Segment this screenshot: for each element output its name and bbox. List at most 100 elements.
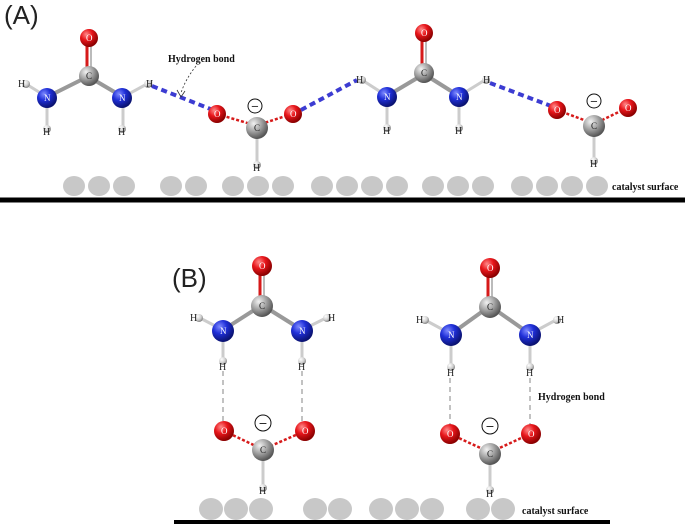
hydrogen-atom (144, 80, 152, 88)
hydrogen-bond-line (300, 78, 358, 112)
oxygen-label: O (554, 105, 561, 115)
nitrogen-atom (440, 324, 462, 346)
formate-molecule-b2: O O C H − (440, 417, 541, 500)
oxygen-atom (548, 101, 566, 119)
oxygen-atom (284, 105, 302, 123)
hydrogen-bond-pointer (180, 65, 197, 94)
oxygen-atom (480, 258, 500, 278)
nitrogen-label: N (299, 326, 306, 336)
oxygen-label: O (447, 429, 454, 439)
nitrogen-label: N (44, 93, 51, 103)
nitrogen-label: N (119, 93, 126, 103)
hydrogen-label: H (416, 315, 423, 326)
negative-charge-icon (481, 417, 499, 435)
hydrogen-bond-label: Hydrogen bond (168, 54, 235, 65)
hydrogen-atom (383, 124, 391, 132)
oxygen-label: O (528, 429, 535, 439)
hydrogen-label: H (526, 368, 533, 379)
hydrogen-label: H (18, 79, 25, 90)
oxygen-label: O (221, 426, 228, 436)
nitrogen-atom (37, 88, 57, 108)
oxygen-atom (214, 421, 234, 441)
hydrogen-atom (358, 76, 366, 84)
carbon-label: C (86, 71, 92, 81)
charge-label: − (485, 420, 494, 433)
hydrogen-label: H (486, 489, 493, 500)
nitrogen-label: N (456, 92, 463, 102)
hydrogen-label: H (328, 313, 335, 324)
hydrogen-atom (455, 124, 463, 132)
hydrogen-atom (43, 125, 51, 133)
hydrogen-label: H (190, 313, 197, 324)
carbon-atom (583, 115, 605, 137)
hydrogen-label: H (43, 127, 50, 138)
carbon-label: C (487, 449, 493, 459)
oxygen-atom (521, 424, 541, 444)
oxygen-atom (415, 24, 433, 42)
hydrogen-atom (482, 76, 490, 84)
charge-label: − (258, 417, 267, 430)
negative-charge-icon (247, 98, 263, 114)
carbon-atom (251, 295, 273, 317)
oxygen-label: O (625, 103, 632, 113)
nitrogen-label: N (220, 326, 227, 336)
hydrogen-atom (421, 316, 429, 324)
nitrogen-label: N (384, 92, 391, 102)
catalyst-particles-b (199, 498, 515, 520)
hydrogen-atom (486, 486, 494, 494)
hydrogen-bond-line (489, 81, 552, 108)
hydrogen-atom (219, 357, 227, 365)
oxygen-atom (252, 256, 272, 276)
panel-a-label: (A) (4, 0, 39, 30)
hydrogen-atom (323, 314, 331, 322)
nitrogen-label: N (527, 330, 534, 340)
hydrogen-atom (259, 484, 267, 492)
charge-label: − (590, 97, 598, 108)
catalyst-surface-label-b: catalyst surface (522, 506, 589, 517)
oxygen-atom (619, 99, 637, 117)
carbon-label: C (259, 301, 265, 311)
hydrogen-label: H (455, 126, 462, 137)
catalyst-surface-label-a: catalyst surface (612, 182, 679, 193)
nitrogen-atom (519, 324, 541, 346)
urea-molecule-a2: O C N N H H H H (356, 24, 490, 137)
oxygen-label: O (487, 263, 494, 273)
hydrogen-label: H (259, 486, 266, 497)
hydrogen-atom (298, 357, 306, 365)
carbon-label: C (260, 445, 266, 455)
carbon-atom (79, 66, 99, 86)
oxygen-atom (80, 29, 98, 47)
carbon-label: C (421, 68, 427, 78)
urea-molecule-b1: O C N N H H H H (190, 256, 335, 373)
catalyst-particles-a (63, 176, 608, 196)
hydrogen-bond-label: Hydrogen bond (538, 392, 605, 403)
hydrogen-label: H (383, 126, 390, 137)
oxygen-atom (208, 105, 226, 123)
nitrogen-label: N (448, 330, 455, 340)
oxygen-label: O (214, 109, 221, 119)
nitrogen-atom (449, 87, 469, 107)
hydrogen-label: H (590, 159, 597, 170)
hydrogen-atom (553, 316, 561, 324)
oxygen-label: O (86, 33, 93, 43)
carbon-atom (246, 117, 268, 139)
hydrogen-label: H (298, 362, 305, 373)
hydrogen-label: H (118, 127, 125, 138)
hydrogen-label: H (356, 75, 363, 86)
hydrogen-atom (447, 363, 455, 371)
hydrogen-atom (526, 363, 534, 371)
oxygen-label: O (290, 109, 297, 119)
hydrogen-label: H (483, 75, 490, 86)
hydrogen-label: H (557, 315, 564, 326)
panel-b-label: (B) (172, 263, 207, 293)
hydrogen-label: H (219, 362, 226, 373)
formate-molecule-b1: O O C H − (214, 414, 315, 497)
hydrogen-label: H (447, 368, 454, 379)
hydrogen-bond-line (151, 84, 214, 112)
carbon-atom (252, 439, 274, 461)
formate-molecule-a2: O O C H − (548, 93, 637, 170)
formate-molecule-a1: O O C H − (208, 98, 302, 174)
hydrogen-label: H (146, 79, 153, 90)
hydrogen-atom (22, 80, 30, 88)
